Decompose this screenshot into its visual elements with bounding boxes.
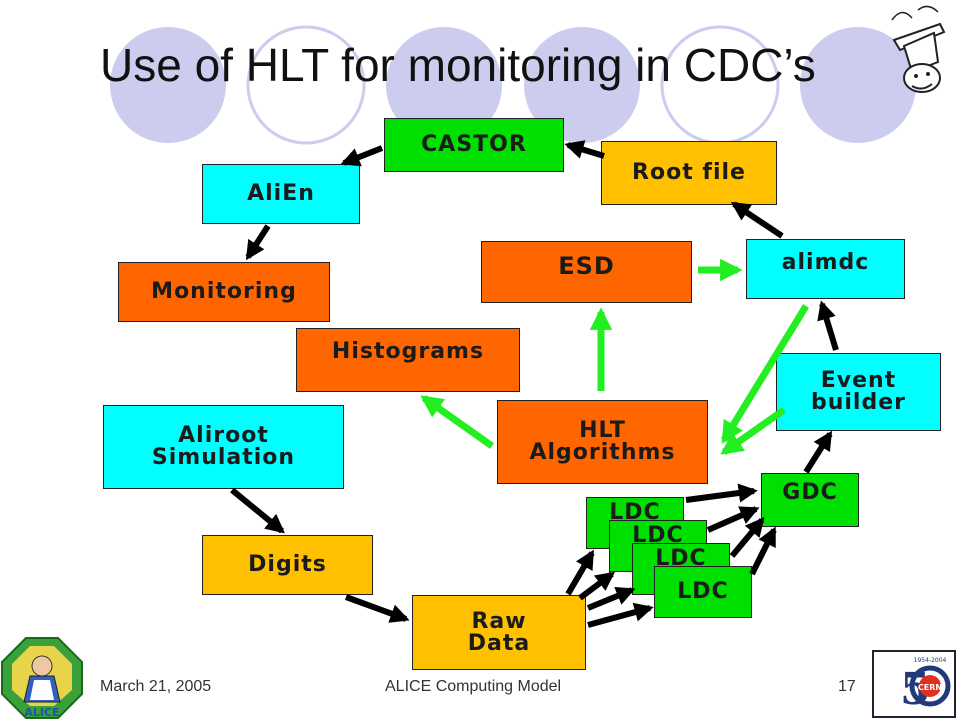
alice-logo: ALICE [1,637,83,719]
slide-title: Use of HLT for monitoring in CDC’s [100,39,816,91]
mad-hatter-illustration [891,5,946,93]
svg-text:CERN: CERN [918,683,942,692]
raw-data-box: Raw Data [412,595,586,670]
root-file-box: Root file [601,141,777,205]
castor-box: CASTOR [384,118,564,172]
aliroot-simulation-box: Aliroot Simulation [103,405,344,489]
monitoring-box: Monitoring [118,262,330,322]
histograms-box: Histograms [296,328,520,392]
ldc-box-4: LDC [654,566,752,618]
event-builder-box: Event builder [776,353,941,431]
deco-circle-2 [246,25,366,145]
footer-center-title: ALICE Computing Model [385,678,562,695]
slide-page-number: 17 [838,678,856,695]
deco-circle-4 [524,27,640,143]
deco-circle-3 [386,27,502,143]
svg-text:1954-2004: 1954-2004 [914,657,947,664]
gdc-box: GDC [761,473,859,527]
deco-circle-1 [110,27,226,143]
footer-date: March 21, 2005 [100,678,212,695]
digits-box: Digits [202,535,373,595]
alien-box: AliEn [202,164,360,224]
esd-box: ESD [481,241,692,303]
deco-circle-6 [800,27,916,143]
cern-50-logo: 5 CERN 1954-2004 [872,650,956,718]
alimdc-box: alimdc [746,239,905,299]
hlt-algorithms-box: HLT Algorithms [497,400,708,484]
svg-text:ALICE: ALICE [24,706,59,719]
